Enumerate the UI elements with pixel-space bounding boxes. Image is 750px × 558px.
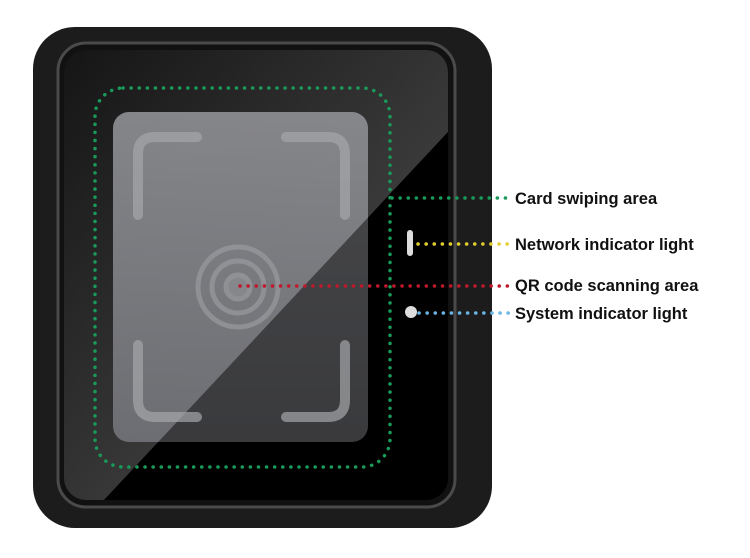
network-indicator-label: Network indicator light: [515, 236, 694, 254]
card-swiping-area-label: Card swiping area: [515, 190, 658, 208]
qr-scanning-area-label: QR code scanning area: [515, 277, 699, 295]
scan-corner-marks: [133, 132, 350, 422]
card-swiping-area-outline: [93, 86, 392, 469]
network-indicator-light: [407, 230, 413, 256]
system-indicator-light: [405, 306, 417, 318]
scanner-lens: [195, 244, 281, 330]
system-indicator-label: System indicator light: [515, 305, 688, 323]
